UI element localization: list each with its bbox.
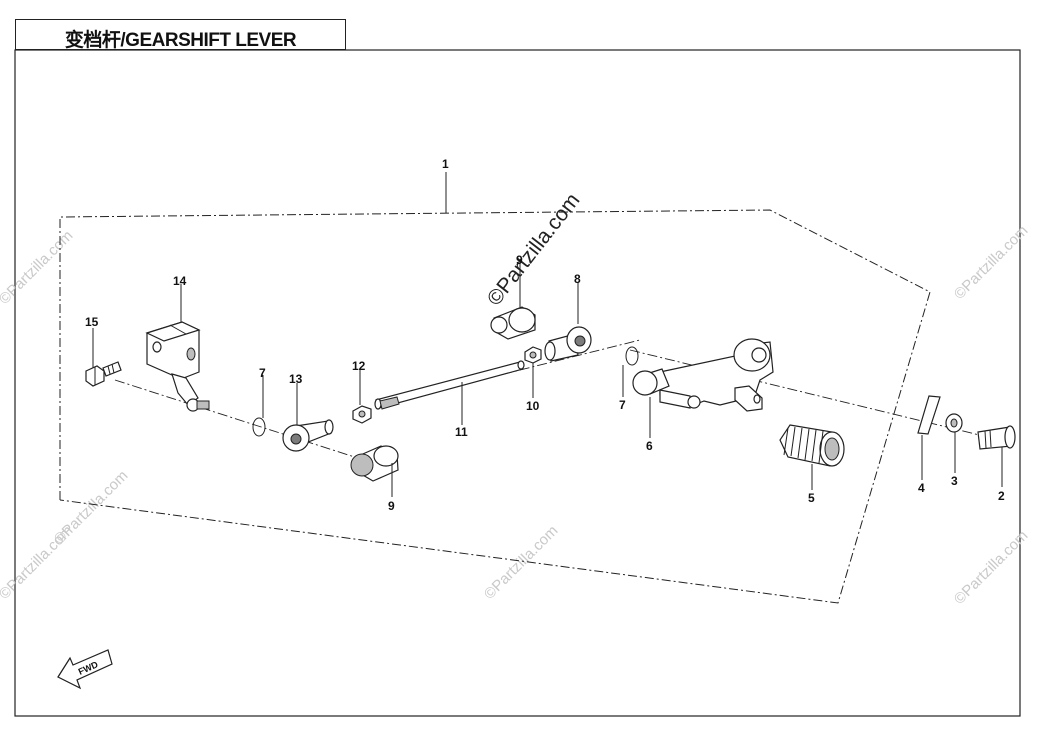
part-10-nut xyxy=(524,346,542,364)
forward-direction-arrow: FWD xyxy=(57,649,113,690)
callout-11: 11 xyxy=(455,425,468,439)
watermark: ©Partzilla.com xyxy=(481,522,562,603)
callout-6: 6 xyxy=(646,439,653,453)
watermark: ©Partzilla.com xyxy=(951,222,1032,303)
part-7-o-ring-right xyxy=(625,346,639,366)
callout-9-upper: 9 xyxy=(516,253,523,267)
callout-1: 1 xyxy=(442,157,449,171)
leader-lines xyxy=(92,172,1003,497)
part-15-bolt xyxy=(85,361,122,387)
callout-5: 5 xyxy=(808,491,815,505)
part-13-ball-joint xyxy=(282,419,334,452)
diagram-frame xyxy=(14,49,1021,717)
callout-13: 13 xyxy=(289,372,303,386)
part-9-ball-socket-upper xyxy=(490,306,536,340)
part-11-shift-rod xyxy=(374,360,525,410)
part-5-pedal-rubber xyxy=(779,424,845,467)
callout-15: 15 xyxy=(85,315,99,329)
part-2-pivot-bolt xyxy=(977,425,1016,450)
callouts: 1 2 3 4 5 6 7 7 8 9 9 10 11 12 13 14 15 xyxy=(85,157,1005,513)
callout-3: 3 xyxy=(951,474,958,488)
callout-10: 10 xyxy=(526,399,540,413)
callout-4: 4 xyxy=(918,481,925,495)
callout-8: 8 xyxy=(574,272,581,286)
part-8-rod-end xyxy=(544,326,592,362)
part-12-nut xyxy=(352,405,372,424)
watermarks: ©Partzilla.com ©Partzilla.com ©Partzilla… xyxy=(0,189,1031,608)
diagram-title: 变档杆/GEARSHIFT LEVER xyxy=(64,30,297,51)
part-3-washer xyxy=(945,413,963,433)
watermark: ©Partzilla.com xyxy=(951,527,1032,608)
callout-2: 2 xyxy=(998,489,1005,503)
diagram-title-box: 变档杆/GEARSHIFT LEVER xyxy=(15,19,346,51)
callout-9-lower: 9 xyxy=(388,499,395,513)
callout-7-right: 7 xyxy=(619,398,626,412)
part-4-washer xyxy=(917,395,941,435)
callout-14: 14 xyxy=(173,274,187,288)
callout-7-left: 7 xyxy=(259,366,266,380)
watermark: ©Partzilla.com xyxy=(0,227,76,308)
part-9-ball-socket xyxy=(350,445,399,482)
part-7-o-ring xyxy=(252,417,266,437)
watermark: ©Partzilla.com xyxy=(483,189,585,310)
assembly-boundary xyxy=(59,209,931,604)
part-14-shift-arm xyxy=(145,321,210,412)
callout-12: 12 xyxy=(352,359,366,373)
part-6-pedal-arm xyxy=(632,338,774,412)
